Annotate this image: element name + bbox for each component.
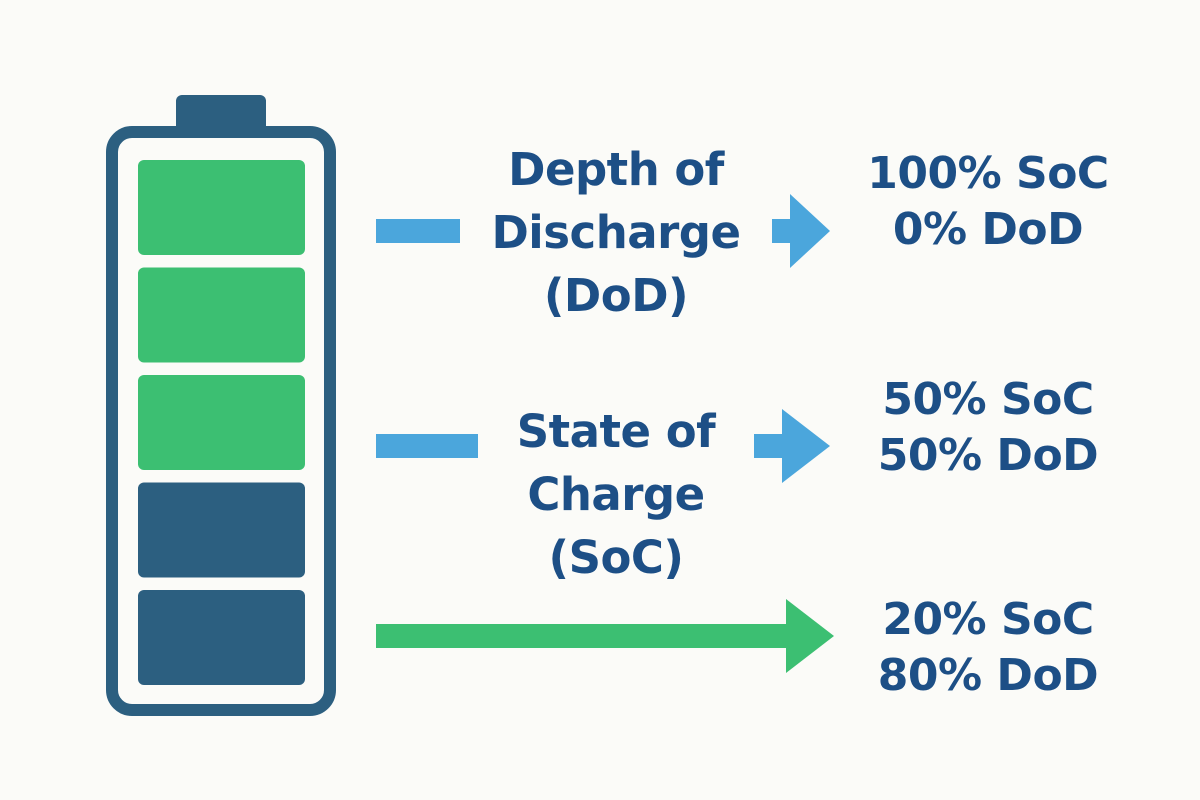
battery-body xyxy=(106,126,336,716)
dod-term-line-3: (DoD) xyxy=(543,269,689,322)
level-100-soc: 100% SoC 0% DoD xyxy=(838,146,1138,258)
battery-segment-charged xyxy=(138,267,305,363)
level-dod-value: 80% DoD xyxy=(877,650,1099,701)
level-50-soc: 50% SoC 50% DoD xyxy=(838,372,1138,484)
level-dod-value: 0% DoD xyxy=(892,204,1084,255)
level-20-soc: 20% SoC 80% DoD xyxy=(838,592,1138,704)
soc-term-line-3: (SoC) xyxy=(548,531,684,584)
soc-term-label: State of Charge (SoC) xyxy=(478,400,754,589)
level-soc-value: 20% SoC xyxy=(882,594,1094,645)
dod-term-label: Depth of Discharge (DoD) xyxy=(460,138,772,327)
soc-term-line-2: Charge xyxy=(527,468,705,521)
arrow-full xyxy=(376,599,834,673)
battery-segments xyxy=(138,160,305,685)
dod-term-line-1: Depth of xyxy=(508,143,724,196)
battery-segment-empty xyxy=(138,482,305,578)
battery-segment-empty xyxy=(138,590,305,685)
level-dod-value: 50% DoD xyxy=(877,430,1099,481)
level-soc-value: 50% SoC xyxy=(882,374,1094,425)
soc-term-line-1: State of xyxy=(516,405,716,458)
dod-term-line-2: Discharge xyxy=(491,206,741,259)
battery-segment-charged xyxy=(138,375,305,470)
battery-segment-charged xyxy=(138,160,305,255)
level-soc-value: 100% SoC xyxy=(867,148,1109,199)
